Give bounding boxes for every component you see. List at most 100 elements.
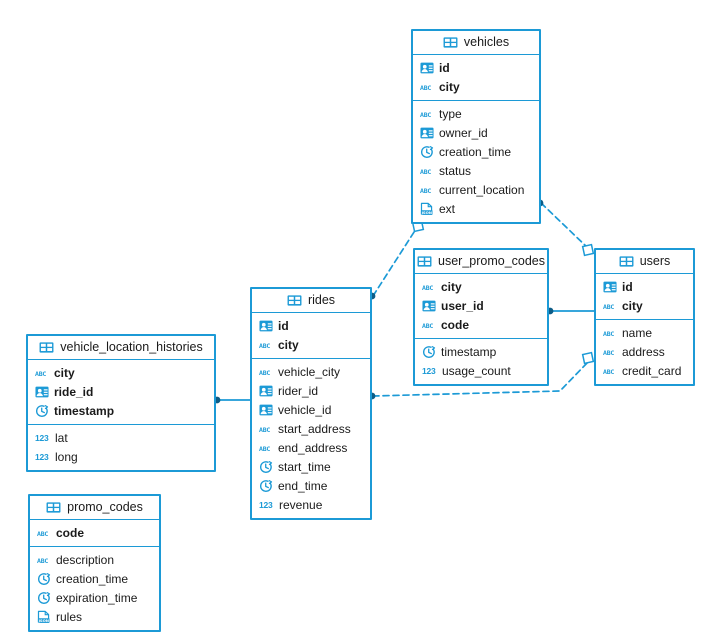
table-grid-icon bbox=[443, 37, 458, 48]
column-row[interactable]: end_time bbox=[252, 476, 370, 495]
column-name: timestamp bbox=[54, 403, 115, 418]
column-row[interactable]: id bbox=[596, 277, 693, 296]
abc-string-icon: ABC bbox=[603, 367, 615, 375]
column-row[interactable]: vehicle_id bbox=[252, 400, 370, 419]
column-row[interactable]: id bbox=[413, 58, 539, 77]
column-name: credit_card bbox=[622, 363, 682, 378]
column-row[interactable]: id bbox=[252, 316, 370, 335]
column-row[interactable]: ABC credit_card bbox=[596, 361, 693, 380]
abc-string-icon: ABC bbox=[37, 529, 49, 537]
abc-string-icon: ABC bbox=[259, 368, 271, 376]
abc-string-icon: ABC bbox=[35, 369, 47, 377]
table-header[interactable]: user_promo_codes bbox=[415, 250, 547, 274]
abc-string-icon: ABC bbox=[422, 321, 434, 329]
table-header[interactable]: promo_codes bbox=[30, 496, 159, 520]
table-header[interactable]: rides bbox=[252, 289, 370, 313]
table-header[interactable]: users bbox=[596, 250, 693, 274]
table-name: promo_codes bbox=[67, 500, 143, 515]
svg-text:ABC: ABC bbox=[420, 110, 431, 118]
svg-text:ABC: ABC bbox=[422, 283, 433, 291]
column-name: creation_time bbox=[439, 144, 512, 159]
column-row[interactable]: timestamp bbox=[415, 342, 547, 361]
clock-icon bbox=[36, 404, 49, 417]
column-name: address bbox=[622, 344, 665, 359]
abc-string-icon: ABC bbox=[259, 444, 271, 452]
123-number-icon: 123 bbox=[422, 365, 436, 376]
abc-string-icon: ABC bbox=[422, 283, 434, 291]
column-name: city bbox=[441, 279, 462, 294]
relationship-rel-upc-users[interactable] bbox=[546, 307, 595, 315]
column-name: city bbox=[439, 79, 460, 94]
column-row[interactable]: ABC city bbox=[415, 277, 547, 296]
relationship-rel-vehicles-users[interactable] bbox=[536, 199, 595, 257]
column-name: creation_time bbox=[56, 571, 129, 586]
svg-text:ABC: ABC bbox=[259, 341, 270, 349]
column-name: rules bbox=[56, 609, 83, 624]
column-row[interactable]: ABC city bbox=[413, 77, 539, 96]
column-name: vehicle_city bbox=[278, 364, 341, 379]
id-card-icon bbox=[603, 281, 617, 292]
column-name: id bbox=[278, 318, 289, 333]
table-header[interactable]: vehicle_location_histories bbox=[28, 336, 214, 360]
column-name: id bbox=[622, 279, 633, 294]
column-row[interactable]: ABC city bbox=[28, 363, 214, 382]
clock-icon bbox=[421, 145, 434, 158]
relationship-rel-vlh-rides[interactable] bbox=[213, 396, 251, 404]
primary-key-column-group: ABC city ride_id timestamp bbox=[28, 360, 214, 425]
column-name: city bbox=[54, 365, 75, 380]
table-header[interactable]: vehicles bbox=[413, 31, 539, 55]
column-row[interactable]: start_time bbox=[252, 457, 370, 476]
column-name: id bbox=[439, 60, 450, 75]
column-name: ext bbox=[439, 201, 456, 216]
column-name: expiration_time bbox=[56, 590, 138, 605]
column-row[interactable]: rider_id bbox=[252, 381, 370, 400]
column-row[interactable]: ABC vehicle_city bbox=[252, 362, 370, 381]
column-row[interactable]: timestamp bbox=[28, 401, 214, 420]
relationship-line bbox=[540, 202, 590, 250]
id-card-icon bbox=[259, 385, 273, 396]
column-row[interactable]: creation_time bbox=[413, 142, 539, 161]
table-name: vehicle_location_histories bbox=[60, 340, 203, 355]
relationship-square-marker bbox=[581, 351, 595, 365]
column-row[interactable]: ride_id bbox=[28, 382, 214, 401]
column-row[interactable]: expiration_time bbox=[30, 588, 159, 607]
123-number-icon: 123 bbox=[35, 432, 49, 443]
relationship-square-marker bbox=[581, 243, 595, 257]
table-name: users bbox=[639, 254, 671, 269]
column-row[interactable]: creation_time bbox=[30, 569, 159, 588]
abc-string-icon: ABC bbox=[420, 83, 432, 91]
column-name: description bbox=[56, 552, 115, 567]
column-row[interactable]: owner_id bbox=[413, 123, 539, 142]
column-row[interactable]: user_id bbox=[415, 296, 547, 315]
column-name: end_time bbox=[278, 478, 328, 493]
clock-icon bbox=[260, 479, 273, 492]
